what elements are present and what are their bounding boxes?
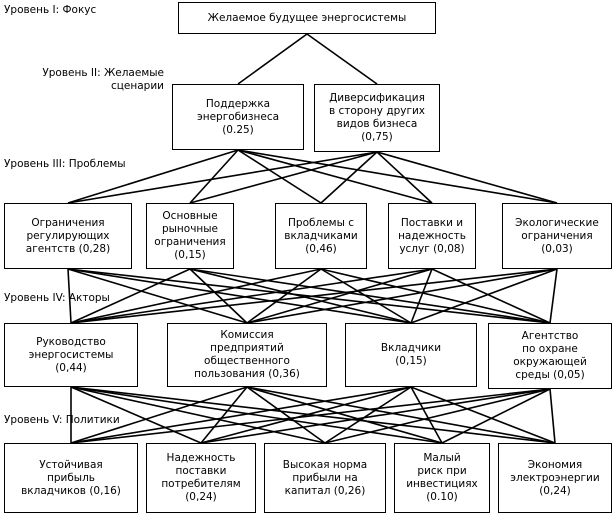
policy-box-2: Высокая норма прибыли на капитал (0,26) bbox=[264, 443, 386, 513]
link-actor-policy-1-2 bbox=[246, 386, 326, 444]
link-scenario-problem-1-1 bbox=[189, 151, 378, 204]
level-2-label: Уровень II: Желаемые сценарии bbox=[42, 67, 164, 92]
link-actor-policy-2-1 bbox=[200, 386, 412, 444]
scenario-box-1: Диверсификация в сторону других видов би… bbox=[314, 84, 440, 152]
link-problem-actor-0-1 bbox=[67, 268, 248, 324]
link-actor-policy-0-2 bbox=[70, 386, 326, 444]
link-scenario-problem-0-2 bbox=[237, 149, 322, 204]
link-actor-policy-2-0 bbox=[70, 386, 412, 444]
link-actor-policy-3-0 bbox=[70, 388, 551, 444]
link-actor-policy-1-4 bbox=[246, 386, 556, 444]
link-scenario-problem-1-0 bbox=[67, 151, 378, 204]
link-problem-actor-2-3 bbox=[320, 268, 551, 324]
link-problem-actor-2-1 bbox=[246, 268, 322, 324]
link-problem-actor-1-1 bbox=[189, 268, 248, 324]
link-scenario-problem-1-3 bbox=[376, 151, 433, 204]
link-problem-actor-4-2 bbox=[410, 268, 558, 324]
link-problem-actor-0-2 bbox=[67, 268, 412, 324]
level-4-label: Уровень IV: Акторы bbox=[4, 292, 110, 304]
policy-box-3: Малый риск при инвестициях (0.10) bbox=[394, 443, 490, 513]
focus-box: Желаемое будущее энергосистемы bbox=[178, 2, 436, 34]
link-actor-policy-0-1 bbox=[70, 386, 202, 444]
link-scenario-problem-0-3 bbox=[237, 149, 433, 204]
link-problem-actor-1-0 bbox=[70, 268, 191, 324]
link-actor-policy-3-4 bbox=[549, 388, 556, 444]
link-scenario-problem-0-1 bbox=[189, 149, 239, 204]
link-actor-policy-3-1 bbox=[200, 388, 551, 444]
link-problem-actor-2-2 bbox=[320, 268, 412, 324]
problem-box-1: Основные рыночные ограничения (0,15) bbox=[146, 203, 234, 269]
link-problem-actor-1-3 bbox=[189, 268, 551, 324]
problem-box-3: Поставки и надежность услуг (0,08) bbox=[388, 203, 476, 269]
link-problem-actor-3-2 bbox=[410, 268, 433, 324]
link-scenario-problem-1-4 bbox=[376, 151, 558, 204]
link-problem-actor-3-0 bbox=[70, 268, 433, 324]
link-problem-actor-3-3 bbox=[431, 268, 551, 324]
link-scenario-problem-1-2 bbox=[320, 151, 378, 204]
link-problem-actor-1-2 bbox=[189, 268, 412, 324]
link-actor-policy-0-3 bbox=[70, 386, 443, 444]
link-problem-actor-0-0 bbox=[67, 268, 72, 324]
actor-box-2: Вкладчики (0,15) bbox=[345, 323, 477, 387]
policy-box-4: Экономия электроэнергии (0,24) bbox=[498, 443, 612, 513]
link-problem-actor-3-1 bbox=[246, 268, 433, 324]
problem-box-2: Проблемы с вкладчиками (0,46) bbox=[275, 203, 367, 269]
problem-box-0: Ограничения регулирующих агентств (0,28) bbox=[4, 203, 132, 269]
link-focus-scenario-0-1 bbox=[306, 33, 378, 85]
level-5-label: Уровень V: Политики bbox=[4, 414, 120, 426]
actor-box-3: Агентство по охране окружающей среды (0,… bbox=[488, 323, 612, 389]
link-actor-policy-1-3 bbox=[246, 386, 443, 444]
link-problem-actor-4-1 bbox=[246, 268, 558, 324]
link-problem-actor-4-3 bbox=[549, 268, 558, 324]
link-actor-policy-2-3 bbox=[410, 386, 443, 444]
link-scenario-problem-0-4 bbox=[237, 149, 558, 204]
link-actor-policy-2-2 bbox=[324, 386, 412, 444]
level-3-label: Уровень III: Проблемы bbox=[4, 158, 126, 170]
actor-box-0: Руководство энергосистемы (0,44) bbox=[4, 323, 138, 387]
link-scenario-problem-0-0 bbox=[67, 149, 239, 204]
link-focus-scenario-0-0 bbox=[237, 33, 308, 85]
link-problem-actor-4-0 bbox=[70, 268, 558, 324]
policy-box-0: Устойчивая прибыль вкладчиков (0,16) bbox=[4, 443, 138, 513]
level-1-label: Уровень I: Фокус bbox=[4, 4, 97, 16]
problem-box-4: Экологические ограничения (0,03) bbox=[502, 203, 612, 269]
link-actor-policy-3-3 bbox=[441, 388, 551, 444]
policy-box-1: Надежность поставки потребителям (0,24) bbox=[146, 443, 256, 513]
link-actor-policy-1-1 bbox=[200, 386, 248, 444]
link-actor-policy-1-0 bbox=[70, 386, 248, 444]
link-actor-policy-3-2 bbox=[324, 388, 551, 444]
scenario-box-0: Поддержка энергобизнеса (0.25) bbox=[172, 84, 304, 150]
link-problem-actor-2-0 bbox=[70, 268, 322, 324]
actor-box-1: Комиссия предприятий общественного польз… bbox=[167, 323, 327, 387]
link-actor-policy-2-4 bbox=[410, 386, 556, 444]
